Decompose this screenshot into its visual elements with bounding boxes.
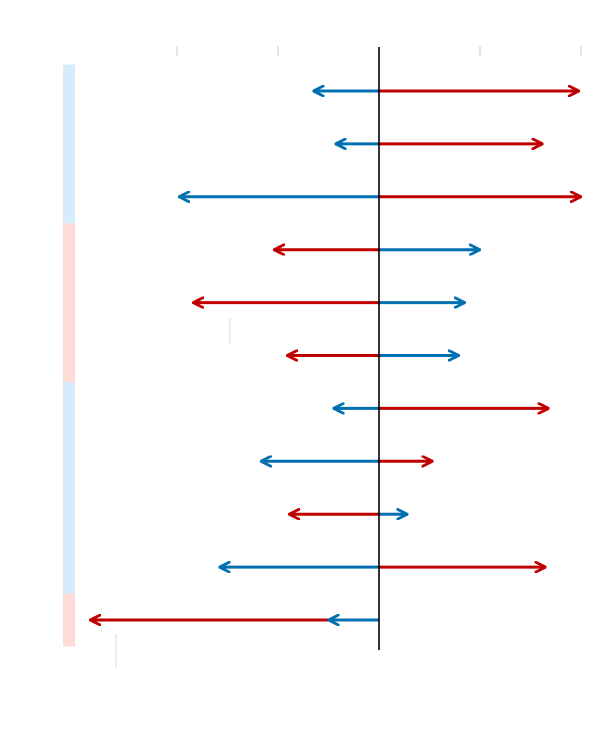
group-band-3 <box>63 381 75 594</box>
group-band-2 <box>63 223 75 382</box>
group-band-4 <box>63 593 75 647</box>
data-arrows <box>90 91 581 620</box>
decoration-lines <box>115 318 231 668</box>
group-band-1 <box>63 64 75 224</box>
group-bands <box>63 64 75 647</box>
x-axis-ticks <box>176 46 582 56</box>
